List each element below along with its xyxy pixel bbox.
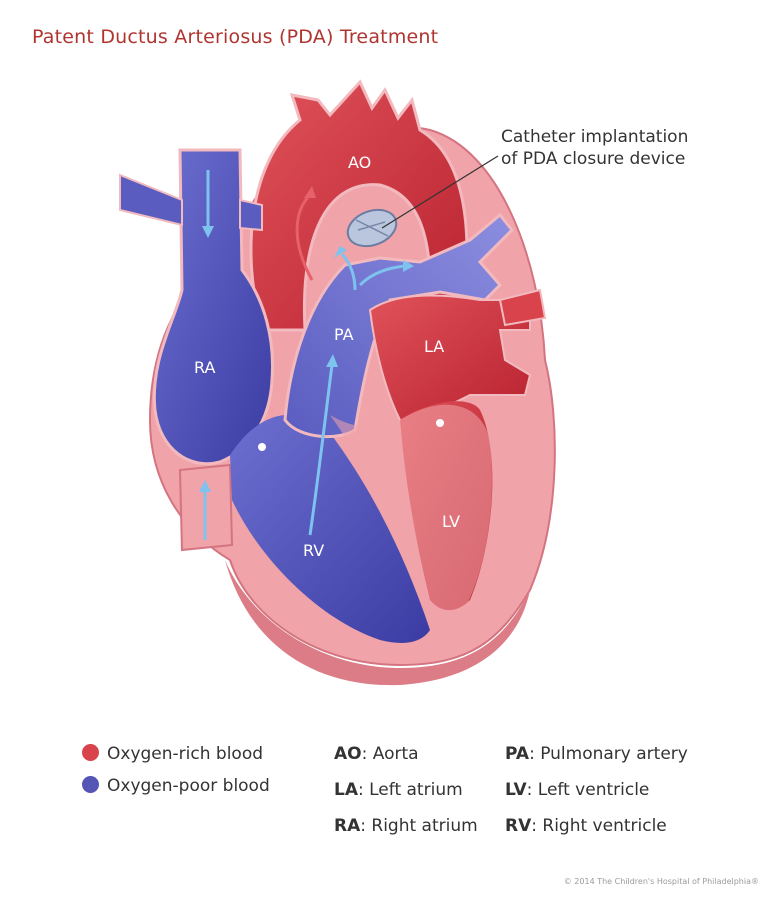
- callout-leader: [381, 155, 499, 229]
- legend-rv: RV: Right ventricle: [505, 816, 667, 836]
- legend-pa: PA: Pulmonary artery: [505, 744, 688, 764]
- legend-oxygen-rich: Oxygen-rich blood: [82, 744, 263, 764]
- legend-ao: AO: Aorta: [334, 744, 419, 764]
- heart-diagram: AO PA LA RA RV LV Catheter implantation …: [119, 79, 688, 686]
- blue-dot-icon: [82, 776, 99, 793]
- vena-cava: [152, 148, 274, 466]
- svc-branch-upper: [119, 173, 183, 227]
- label-lv: LV: [442, 512, 460, 531]
- svc-branch-lower: [239, 198, 263, 232]
- callout-line-1: Catheter implantation: [501, 127, 688, 147]
- callout-line-2: of PDA closure device: [501, 149, 685, 169]
- label-la: LA: [424, 337, 444, 356]
- la-chamber: [368, 294, 532, 422]
- copyright: © 2014 The Children's Hospital of Philad…: [563, 877, 759, 886]
- red-dot-icon: [82, 744, 99, 761]
- diagram-title: Patent Ductus Arteriosus (PDA) Treatment: [32, 26, 439, 48]
- legend-la: LA: Left atrium: [334, 780, 463, 800]
- legend-oxygen-poor: Oxygen-poor blood: [82, 776, 270, 796]
- heart-myocardium: [225, 560, 530, 686]
- legend-lv: LV: Left ventricle: [505, 780, 650, 800]
- label-ra: RA: [194, 358, 215, 377]
- label-pa: PA: [334, 325, 354, 344]
- label-rv: RV: [303, 541, 324, 560]
- rv-chamber: [230, 414, 430, 643]
- label-ao: AO: [348, 153, 371, 172]
- legend-ra: RA: Right atrium: [334, 816, 478, 836]
- valve-tricuspid: [258, 443, 266, 451]
- septum: [330, 404, 492, 646]
- valve-mitral: [436, 419, 444, 427]
- legend: Oxygen-rich blood Oxygen-poor blood AO: …: [0, 740, 773, 850]
- pulmonary-vein: [498, 288, 547, 327]
